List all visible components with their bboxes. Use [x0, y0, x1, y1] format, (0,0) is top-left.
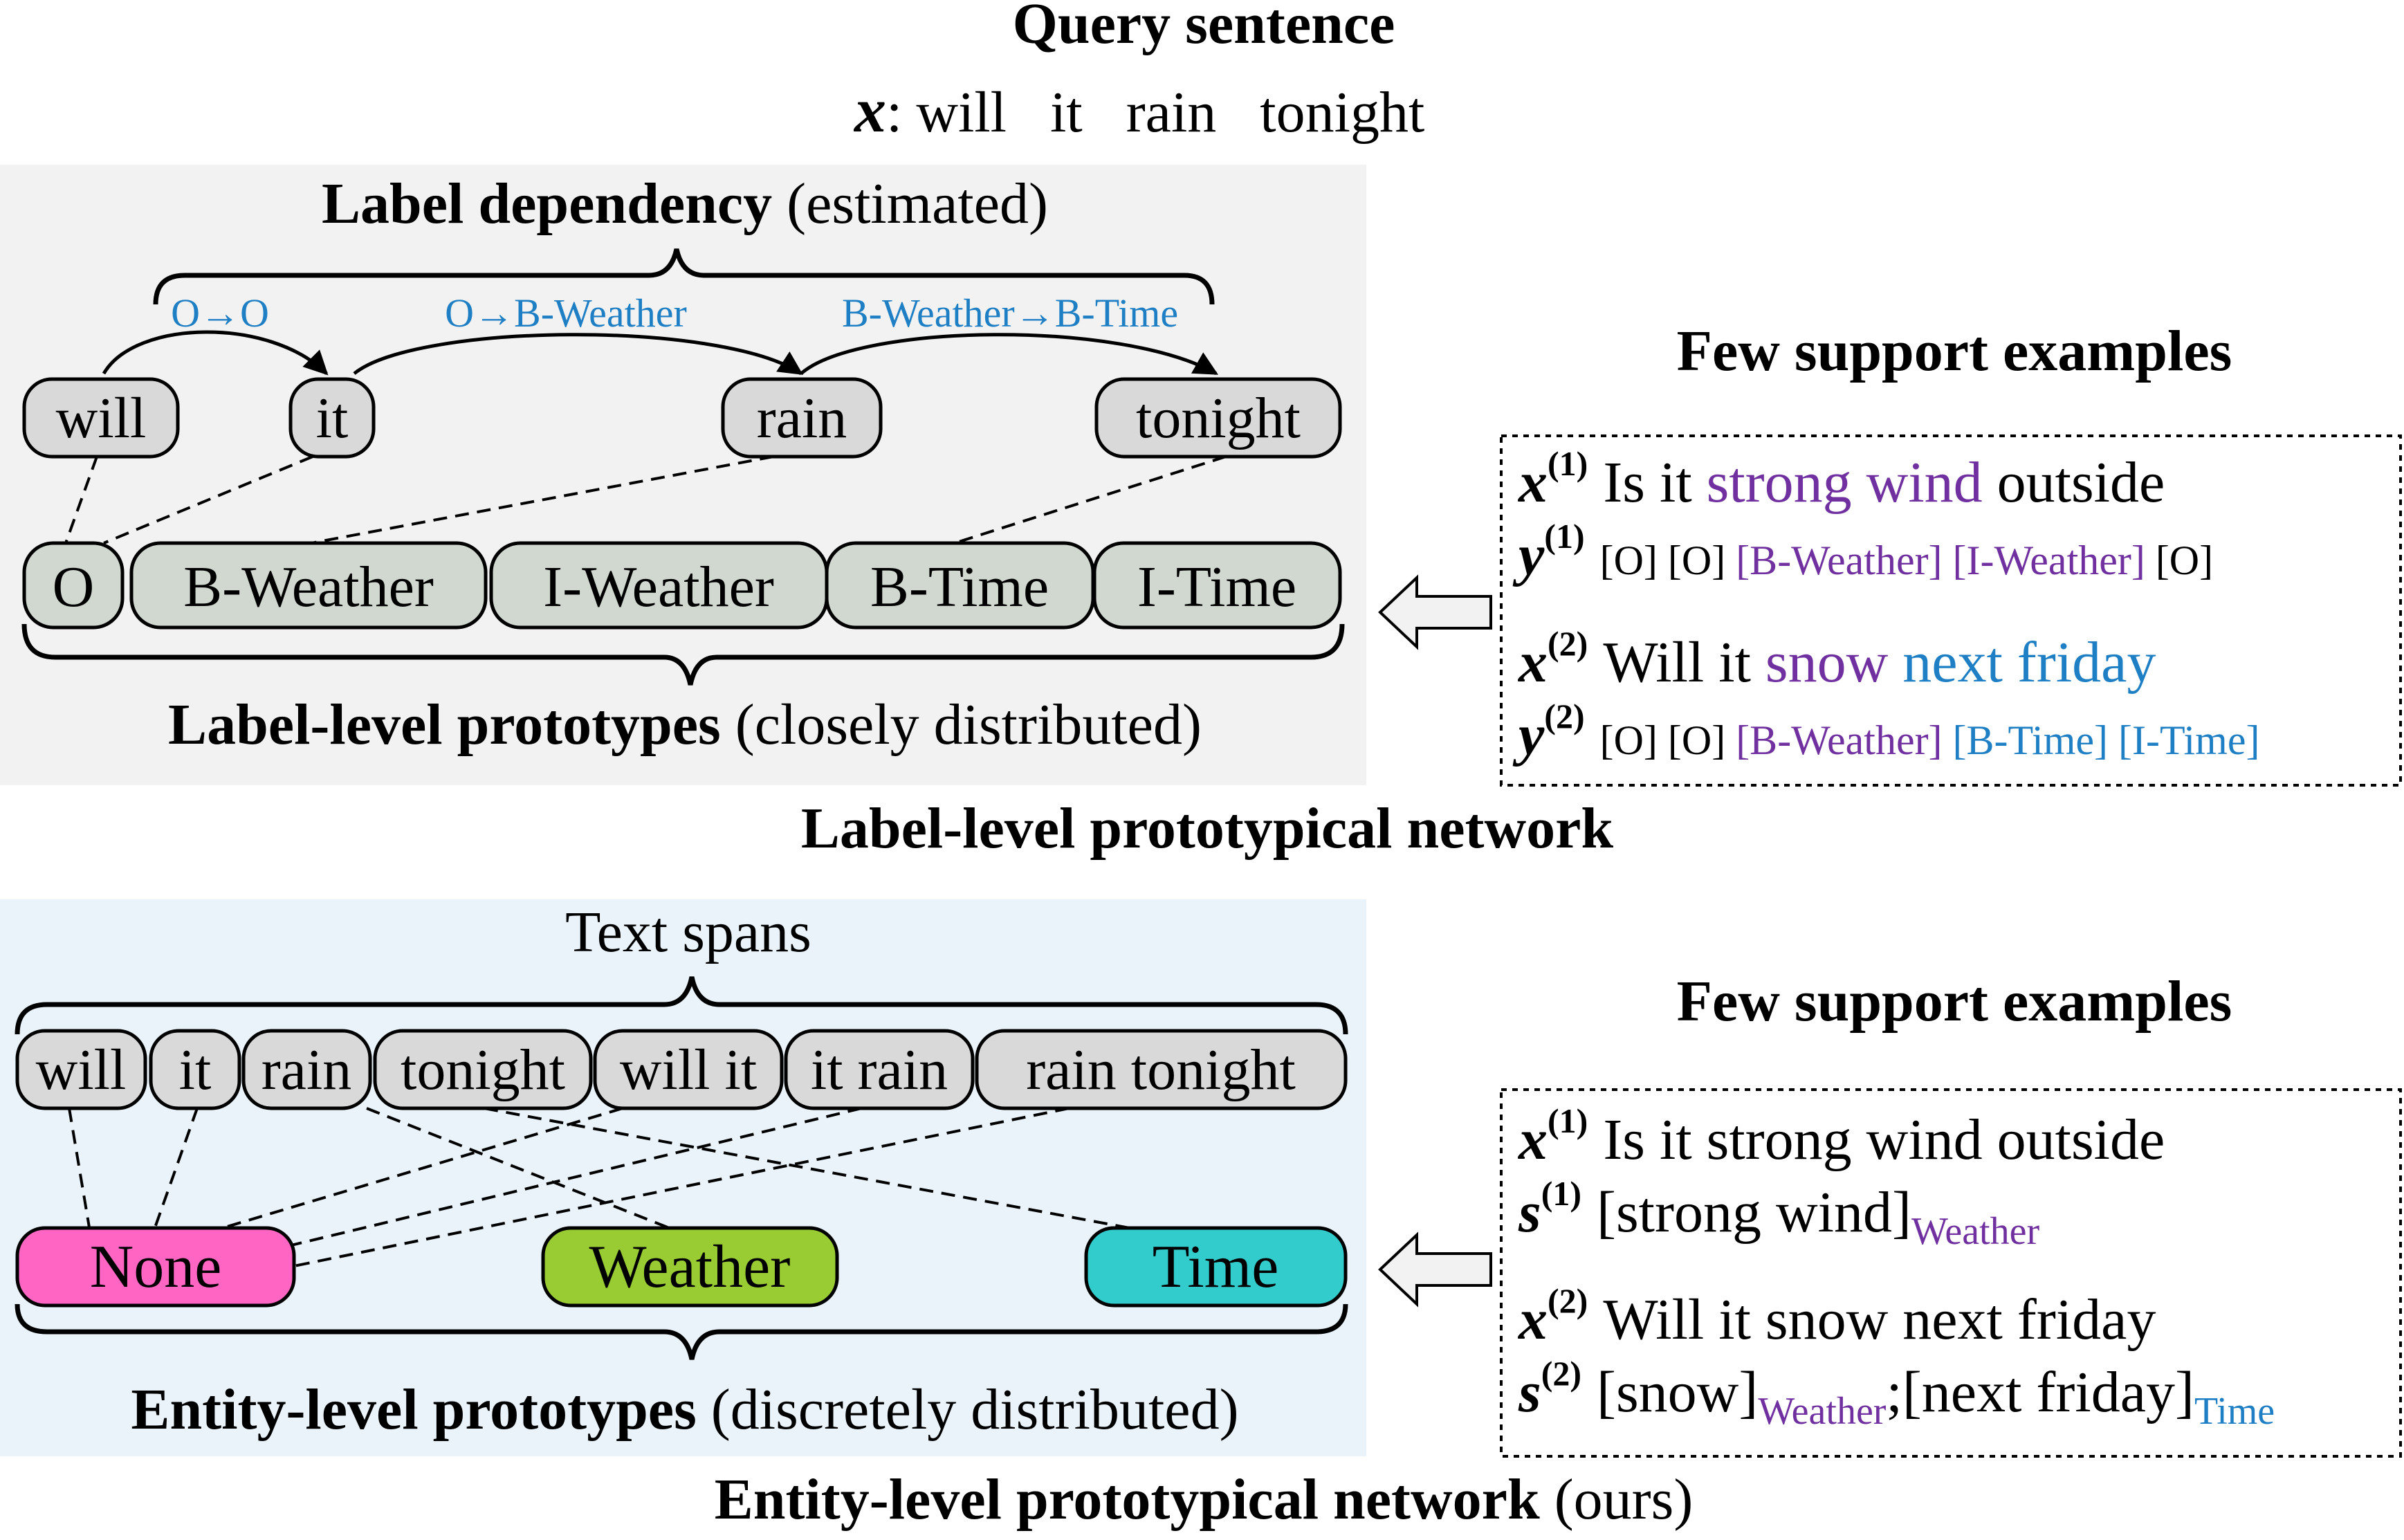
support-x2-bottom: x(2)Will it snow next friday: [1517, 1281, 2156, 1352]
support-arrow-top: [1378, 574, 1492, 650]
entity-time-label: Time: [1153, 1234, 1279, 1301]
transition-o-bweather: O→B-Weather: [445, 291, 687, 336]
support-s2-bottom: s(2)[snow]Weather;[next friday]Time: [1518, 1354, 2275, 1433]
support-x1-bottom: x(1)Is it strong wind outside: [1517, 1101, 2165, 1172]
span-will-it: will it: [593, 1029, 784, 1110]
label-o-text: O: [53, 555, 95, 619]
spans-title: Text spans: [565, 900, 811, 964]
support-title-bottom: Few support examples: [1677, 969, 2232, 1034]
label-proto-caption: Label-level prototypes (closely distribu…: [168, 693, 1202, 757]
entity-network-title: Entity-level prototypical network (ours): [715, 1467, 1694, 1532]
span-tonight-label: tonight: [401, 1038, 565, 1102]
span-tonight: tonight: [373, 1029, 593, 1110]
support-box-bottom: [1500, 1088, 2402, 1458]
entity-none-label: None: [90, 1234, 222, 1301]
label-i-time-text: I-Time: [1137, 555, 1296, 619]
token-it-label: it: [316, 386, 349, 450]
span-will: will: [15, 1029, 147, 1110]
label-o: O: [22, 541, 125, 630]
span-rain-tonight-label: rain tonight: [1026, 1038, 1296, 1102]
token-rain: rain: [721, 377, 883, 459]
label-i-weather-text: I-Weather: [543, 555, 774, 619]
token-tonight-label: tonight: [1136, 386, 1301, 450]
support-x2-top: x(2)Will it snow next friday: [1517, 624, 2156, 695]
support-box-top: [1500, 434, 2402, 787]
label-network-title: Label-level prototypical network: [801, 796, 1614, 861]
token-will: will: [22, 377, 180, 459]
span-it-label: it: [179, 1038, 212, 1102]
entity-proto-brace: [15, 1303, 1348, 1360]
label-i-time: I-Time: [1092, 541, 1342, 630]
entity-time: Time: [1084, 1226, 1348, 1308]
spans-brace: [15, 976, 1348, 1035]
entity-weather: Weather: [541, 1226, 839, 1308]
dependency-brace: [153, 248, 1215, 305]
support-title-top: Few support examples: [1677, 319, 2232, 383]
query-colon: :: [886, 80, 902, 145]
arrow-will-it: [102, 330, 329, 376]
span-rain: rain: [241, 1029, 372, 1110]
token-rain-label: rain: [757, 386, 847, 450]
support-y2-top: y(2)[O] [O] [B-Weather] [B-Time] [I-Time…: [1512, 697, 2259, 767]
support-arrow-bottom: [1378, 1231, 1492, 1308]
entity-level-panel: [0, 899, 1366, 1456]
entity-proto-caption: Entity-level prototypes (discretely dist…: [131, 1377, 1238, 1442]
arrow-it-rain: [353, 333, 803, 376]
span-will-label: will: [36, 1038, 127, 1102]
span-will-it-label: will it: [620, 1038, 757, 1102]
label-i-weather: I-Weather: [489, 541, 829, 630]
token-tonight: tonight: [1094, 377, 1342, 459]
query-var: x: [853, 75, 886, 145]
entity-weather-label: Weather: [589, 1234, 791, 1301]
arrow-rain-tonight: [800, 333, 1219, 376]
transition-bweather-btime: B-Weather→B-Time: [842, 291, 1178, 336]
span-rain-tonight: rain tonight: [975, 1029, 1348, 1110]
label-b-time-text: B-Time: [870, 555, 1049, 619]
query-title: Query sentence: [1013, 0, 1395, 56]
span-it-rain-label: it rain: [811, 1038, 948, 1102]
query-sentence: x:will it rain tonight: [853, 75, 1424, 145]
token-will-label: will: [56, 386, 147, 450]
label-b-weather-text: B-Weather: [183, 555, 434, 619]
label-b-weather: B-Weather: [129, 541, 488, 630]
transition-o-o: O→O: [171, 291, 269, 336]
support-x1-top: x(1)Is it strong wind outside: [1517, 444, 2165, 515]
token-label-links: [64, 455, 1227, 544]
span-rain-label: rain: [261, 1038, 352, 1102]
support-s1-bottom: s(1)[strong wind]Weather: [1518, 1174, 2039, 1253]
query-words: will it rain tonight: [916, 80, 1424, 145]
label-proto-brace: [21, 623, 1345, 686]
label-dependency-title: Label dependency (estimated): [322, 172, 1048, 236]
span-it-rain: it rain: [784, 1029, 975, 1110]
entity-none: None: [15, 1226, 296, 1308]
support-y1-top: y(1)[O] [O] [B-Weather] [I-Weather] [O]: [1512, 517, 2213, 587]
label-b-time: B-Time: [825, 541, 1095, 630]
span-entity-links: [68, 1107, 1149, 1267]
span-it: it: [149, 1029, 241, 1110]
token-it: it: [288, 377, 376, 459]
